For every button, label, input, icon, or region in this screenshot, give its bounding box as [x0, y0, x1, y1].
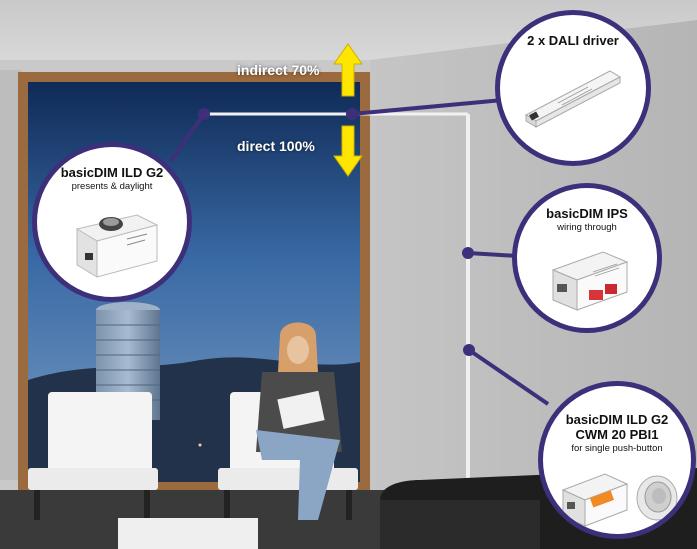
callout-ild-title: basicDIM ILD G2 — [60, 165, 164, 180]
ips-module-icon — [551, 251, 629, 311]
callout-cwm-title-2: CWM 20 PBI1 — [575, 427, 659, 442]
arrow-down-icon — [333, 125, 363, 177]
callout-driver-title: 2 x DALI driver — [527, 33, 619, 48]
callout-dali-driver: 2 x DALI driver — [495, 10, 651, 166]
callout-cwm-subtitle: for single push-button — [571, 443, 663, 454]
sensor-device-icon — [75, 214, 159, 278]
callout-ild-g2-cwm: basicDIM ILD G2 CWM 20 PBI1 for single p… — [538, 381, 696, 539]
connector-cwm — [467, 348, 550, 406]
callout-ips: basicDIM IPS wiring through — [512, 183, 662, 333]
connector-dots — [198, 108, 475, 356]
connector-ips — [467, 251, 519, 258]
connector-ild — [168, 112, 206, 164]
callout-ips-title: basicDIM IPS — [546, 206, 628, 221]
direct-label: direct 100% — [237, 138, 315, 154]
callout-cwm-title-1: basicDIM ILD G2 — [565, 412, 669, 427]
callout-ild-subtitle: presents & daylight — [71, 181, 153, 192]
indirect-label: indirect 70% — [237, 62, 320, 78]
callout-ips-subtitle: wiring through — [557, 222, 617, 233]
side-table — [118, 518, 258, 549]
push-button-module-icon — [561, 473, 629, 527]
push-button-icon — [636, 475, 678, 521]
chair-left — [28, 392, 158, 520]
callout-ild-g2: basicDIM ILD G2 presents & daylight — [32, 142, 192, 302]
seated-person — [256, 322, 342, 520]
connector-driver — [351, 98, 504, 116]
connector-lines — [168, 98, 550, 406]
arrow-up-icon — [333, 43, 363, 97]
left-wall — [0, 70, 22, 480]
dali-driver-icon — [524, 70, 622, 128]
